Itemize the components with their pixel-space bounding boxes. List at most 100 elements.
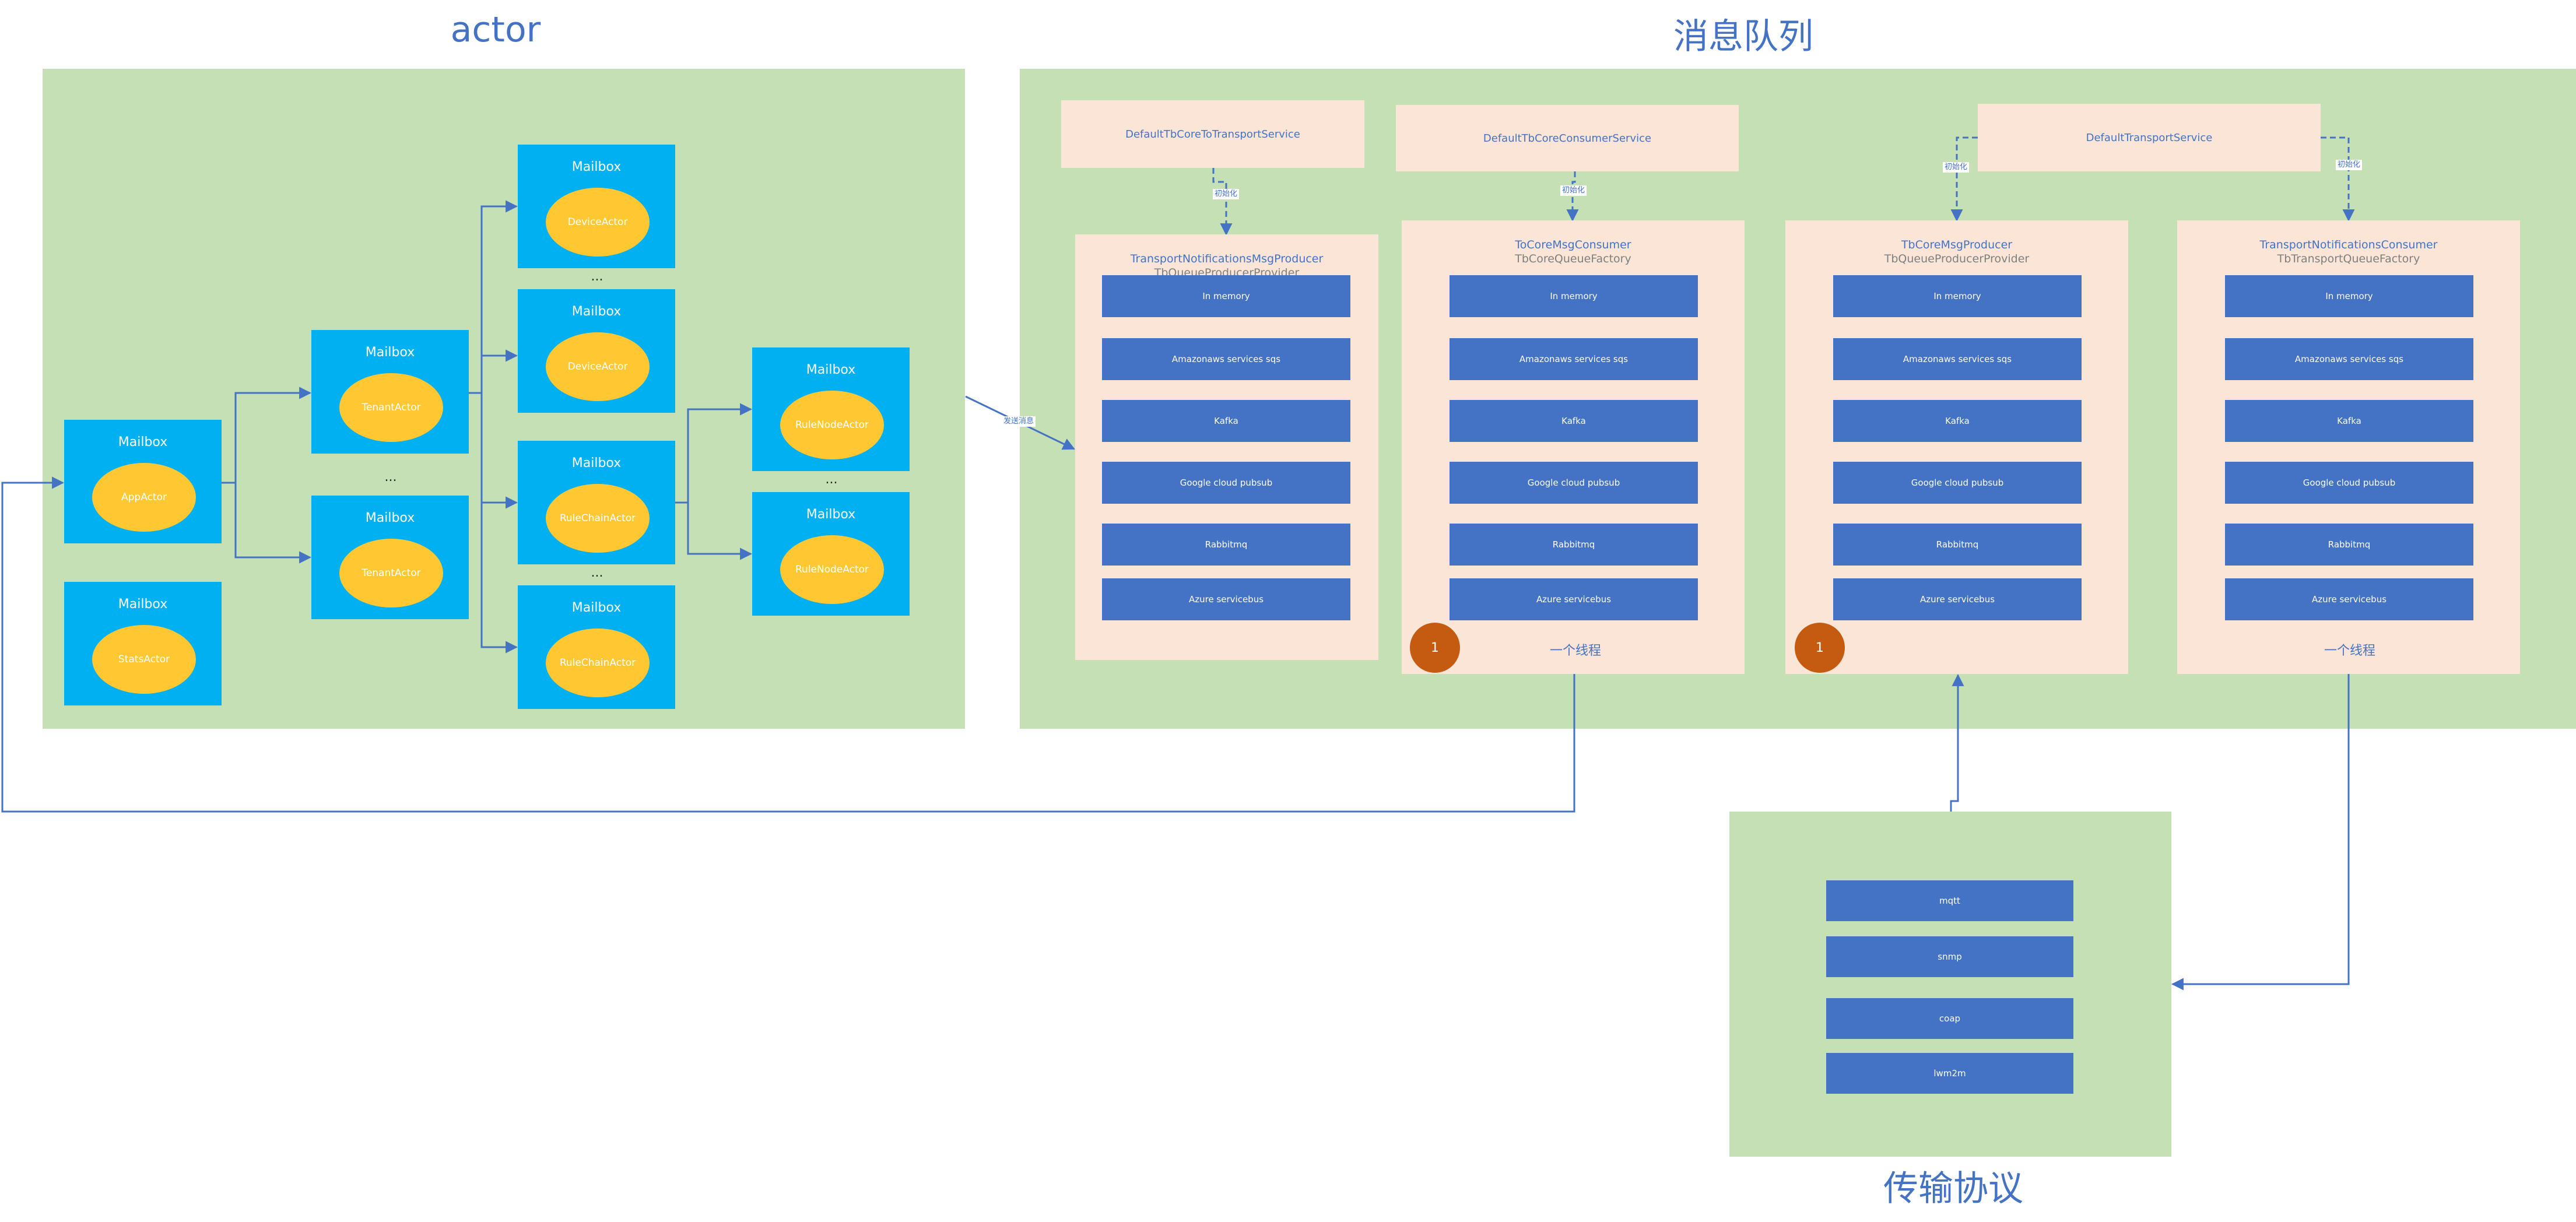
edge-app-tenant-1	[222, 387, 312, 484]
impl-azure-servicebus: Azure servicebus	[2225, 578, 2473, 620]
impl-rabbitmq: Rabbitmq	[2225, 524, 2473, 566]
service-core-consumer: DefaultTbCoreConsumerService	[1396, 105, 1739, 171]
transport-panel	[1729, 812, 2171, 1157]
edge-app-tenant-2	[234, 483, 312, 564]
edge-init-core-producer	[1950, 136, 1978, 222]
impl-azure-servicebus: Azure servicebus	[1450, 578, 1698, 620]
impl-google-pubsub: Google cloud pubsub	[1450, 462, 1698, 504]
impl-in-memory: In memory	[1833, 275, 2082, 317]
queue-core-msg-producer: TbCoreMsgProducer TbQueueProducerProvide…	[1785, 220, 2128, 674]
app-actor: AppActor	[92, 463, 196, 532]
protocol-coap: coap	[1826, 998, 2073, 1039]
edge-label-init-4: 初始化	[2336, 160, 2363, 170]
impl-sqs: Amazonaws services sqs	[2225, 338, 2473, 380]
edge-label-init-1: 初始化	[1213, 189, 1240, 199]
impl-kafka: Kafka	[1102, 400, 1350, 442]
impl-google-pubsub: Google cloud pubsub	[1102, 462, 1350, 504]
queue-title: TbCoreMsgProducer	[1901, 238, 2013, 251]
mailbox-tenant-2: Mailbox TenantActor	[311, 496, 469, 619]
queue-transport-notifications-consumer: TransportNotificationsConsumer TbTranspo…	[2177, 220, 2520, 674]
impl-kafka: Kafka	[2225, 400, 2473, 442]
ellipsis-rulenode: ...	[825, 472, 838, 487]
queue-to-core-consumer: ToCoreMsgConsumer TbCoreQueueFactory In …	[1402, 220, 1745, 674]
mailbox-label: Mailbox	[365, 511, 415, 525]
queue-section-title: 消息队列	[1673, 16, 1813, 57]
mailbox-label: Mailbox	[118, 435, 168, 450]
protocol-list: mqtt snmp coap lwm2m	[1729, 812, 2171, 1157]
stats-actor: StatsActor	[92, 625, 196, 694]
edge-init-transport-consumer	[2321, 136, 2355, 222]
transport-section-title: 传输协议	[1883, 1168, 2023, 1209]
protocol-mqtt: mqtt	[1826, 880, 2073, 921]
mailbox-label: Mailbox	[365, 345, 415, 360]
edge-label-init-3: 初始化	[1943, 162, 1970, 173]
impl-rabbitmq: Rabbitmq	[1102, 524, 1350, 566]
edge-rulechain-rulenode-1	[675, 403, 753, 504]
impl-azure-servicebus: Azure servicebus	[1102, 578, 1350, 620]
impl-in-memory: In memory	[1102, 275, 1350, 317]
ellipsis-tenant: ...	[384, 470, 397, 484]
mailbox-label: Mailbox	[806, 507, 856, 522]
thread-label: 一个线程	[2324, 644, 2376, 658]
rulenode-actor-2: RuleNodeActor	[780, 535, 884, 604]
rulechain-actor-1: RuleChainActor	[546, 484, 650, 553]
queue-subtitle: TbQueueProducerProvider	[1884, 252, 2030, 265]
mailbox-stats: Mailbox StatsActor	[64, 582, 222, 705]
edge-consumer-to-transport	[2171, 674, 2350, 991]
queue-title: ToCoreMsgConsumer	[1515, 238, 1631, 251]
mailbox-rulechain-1: Mailbox RuleChainActor	[518, 441, 675, 564]
impl-kafka: Kafka	[1450, 400, 1698, 442]
impl-google-pubsub: Google cloud pubsub	[1833, 462, 2082, 504]
service-transport: DefaultTransportService	[1978, 104, 2321, 171]
impl-in-memory: In memory	[2225, 275, 2473, 317]
mailbox-label: Mailbox	[571, 601, 622, 615]
thread-count-badge: 1	[1795, 623, 1845, 673]
queue-title: TransportNotificationsConsumer	[2259, 238, 2438, 251]
mailbox-label: Mailbox	[118, 597, 168, 612]
edge-label-init-2: 初始化	[1560, 185, 1587, 196]
impl-sqs: Amazonaws services sqs	[1450, 338, 1698, 380]
queue-title: TransportNotificationsMsgProducer	[1130, 252, 1324, 265]
thread-count-badge: 1	[1410, 623, 1460, 673]
mailbox-tenant-1: Mailbox TenantActor	[311, 330, 469, 454]
mailbox-rulechain-2: Mailbox RuleChainActor	[518, 585, 675, 709]
actor-section-title: actor	[450, 9, 541, 50]
edge-transport-to-producer	[1950, 673, 1964, 812]
mailbox-app: Mailbox AppActor	[64, 420, 222, 543]
edge-rulechain-rulenode-2	[687, 503, 753, 560]
mailbox-rulenode-1: Mailbox RuleNodeActor	[752, 347, 910, 471]
edge-consumer-to-app	[1, 476, 1575, 813]
queue-transport-notifications-producer: TransportNotificationsMsgProducer TbQueu…	[1075, 234, 1378, 660]
edge-init-core-to-transport	[1212, 168, 1233, 236]
mailbox-device-2: Mailbox DeviceActor	[518, 289, 675, 413]
protocol-snmp: snmp	[1826, 936, 2073, 977]
mailbox-device-1: Mailbox DeviceActor	[518, 145, 675, 268]
tenant-actor-2: TenantActor	[339, 539, 443, 608]
edge-tenant-rulechain-2	[480, 206, 518, 654]
device-actor-1: DeviceActor	[546, 188, 650, 257]
edge-label-send-message: 发送消息	[1002, 416, 1036, 427]
thread-label: 一个线程	[1550, 644, 1602, 658]
device-actor-2: DeviceActor	[546, 332, 650, 401]
service-core-to-transport: DefaultTbCoreToTransportService	[1061, 100, 1364, 168]
mailbox-label: Mailbox	[571, 160, 622, 174]
rulenode-actor-1: RuleNodeActor	[780, 391, 884, 459]
rulechain-actor-2: RuleChainActor	[546, 628, 650, 697]
edge-init-core-consumer	[1566, 171, 1579, 222]
impl-rabbitmq: Rabbitmq	[1833, 524, 2082, 566]
mailbox-label: Mailbox	[571, 304, 622, 319]
protocol-lwm2m: lwm2m	[1826, 1053, 2073, 1094]
edge-tenant-device-1	[469, 200, 518, 394]
impl-rabbitmq: Rabbitmq	[1450, 524, 1698, 566]
tenant-actor-1: TenantActor	[339, 373, 443, 442]
ellipsis-rulechain: ...	[591, 566, 603, 580]
queue-subtitle: TbCoreQueueFactory	[1515, 252, 1631, 265]
mailbox-label: Mailbox	[806, 363, 856, 377]
impl-in-memory: In memory	[1450, 275, 1698, 317]
impl-azure-servicebus: Azure servicebus	[1833, 578, 2082, 620]
impl-sqs: Amazonaws services sqs	[1833, 338, 2082, 380]
impl-kafka: Kafka	[1833, 400, 2082, 442]
mailbox-label: Mailbox	[571, 456, 622, 470]
impl-google-pubsub: Google cloud pubsub	[2225, 462, 2473, 504]
